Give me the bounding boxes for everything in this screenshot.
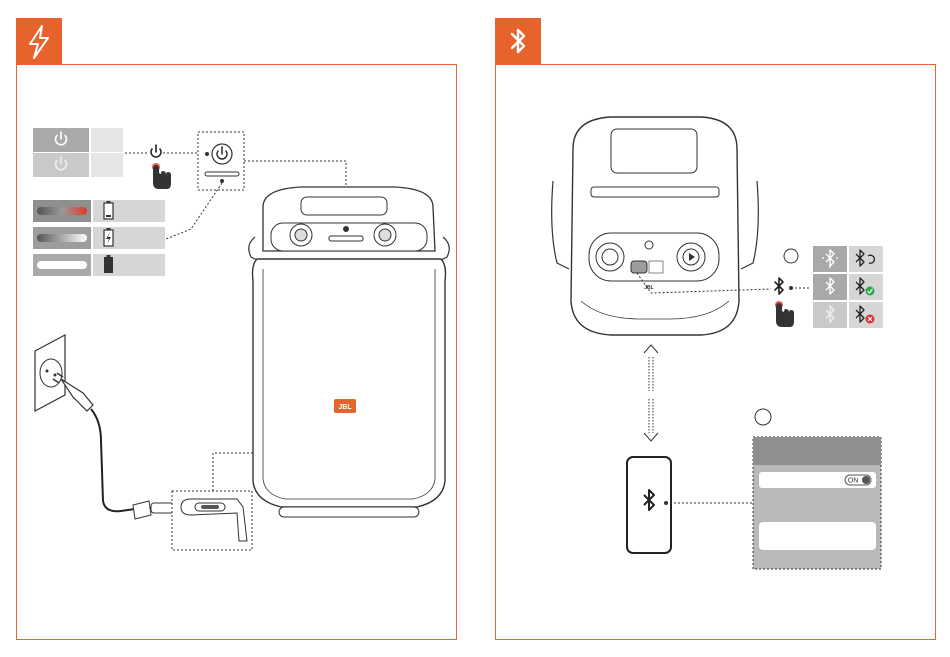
finger-press-icon [775, 301, 794, 327]
smartphone-icon [627, 457, 671, 553]
battery-rows [33, 200, 165, 276]
bluetooth-tab [495, 18, 541, 64]
battery-full-icon [104, 255, 113, 273]
battery-low-icon [104, 201, 113, 219]
power-panel: JBL [16, 64, 457, 640]
bluetooth-panel: JBL [495, 64, 936, 640]
power-status-rows [33, 128, 123, 177]
usb-c-plug [133, 501, 175, 519]
power-tab [16, 18, 62, 64]
wall-socket-icon [35, 335, 65, 411]
finger-press-icon [152, 163, 171, 189]
wireless-signal [644, 345, 658, 441]
speaker-logo: JBL [338, 404, 352, 411]
battery-charging-icon [104, 228, 113, 246]
bluetooth-settings-screen: ON [753, 437, 881, 569]
speaker-illustration: JBL [249, 187, 450, 517]
bluetooth-status-grid [813, 246, 883, 328]
bluetooth-icon [495, 18, 541, 64]
lightning-icon [16, 18, 62, 64]
toggle-label: ON [848, 478, 859, 485]
speaker-top-view: JBL [552, 117, 759, 335]
bluetooth-icon [775, 278, 783, 294]
power-icon [151, 145, 161, 157]
